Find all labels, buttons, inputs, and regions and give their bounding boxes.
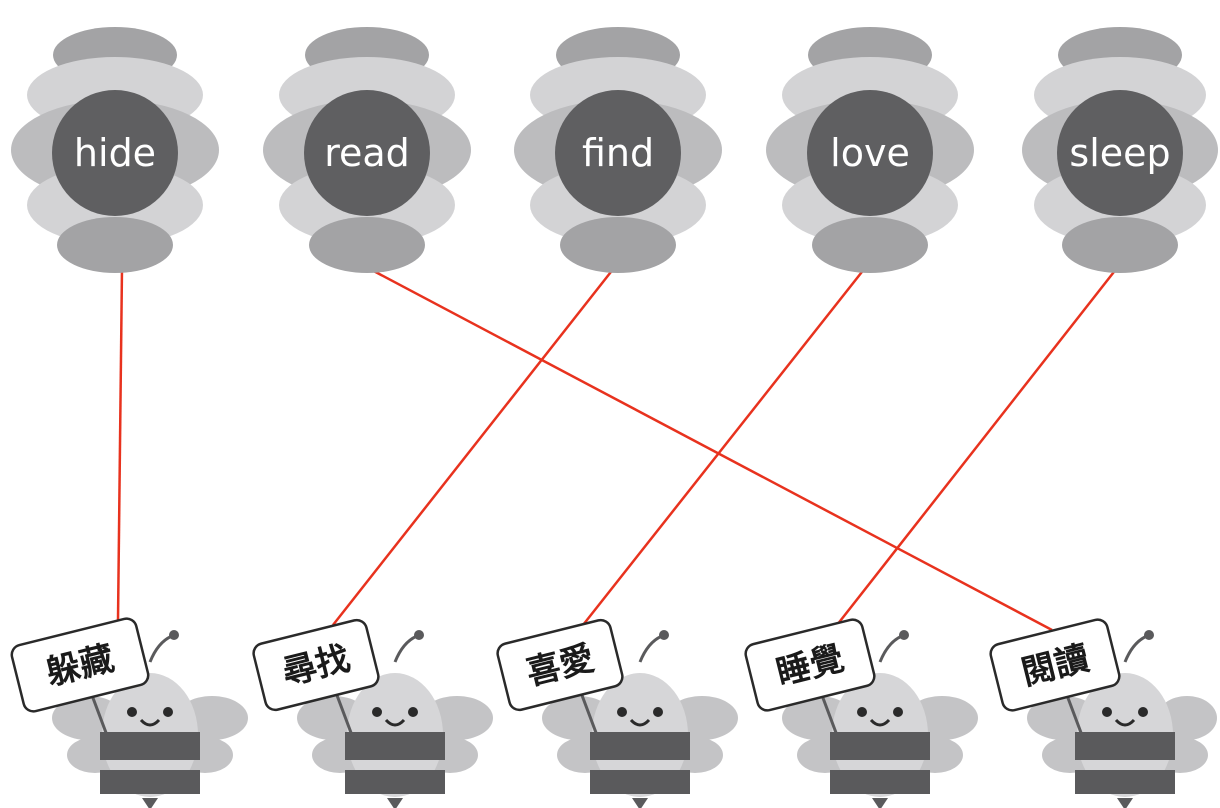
- bee-eye: [1102, 707, 1112, 717]
- bee-3[interactable]: [542, 630, 738, 808]
- antenna-tip: [1144, 630, 1154, 640]
- hive-bottom-tier: [1062, 217, 1178, 273]
- bee-eye: [893, 707, 903, 717]
- bee-smile: [139, 718, 161, 727]
- bee-eye: [857, 707, 867, 717]
- bee-eye: [408, 707, 418, 717]
- sign-bee-2[interactable]: 尋找: [251, 618, 380, 712]
- sign-board: [496, 618, 624, 712]
- hive-word: love: [830, 131, 910, 175]
- hive-love[interactable]: love: [766, 27, 974, 273]
- word-circle: [555, 90, 681, 216]
- hive-word: find: [582, 131, 654, 175]
- antenna: [1123, 634, 1148, 663]
- word-circle: [1057, 90, 1183, 216]
- word-circle: [304, 90, 430, 216]
- bee-eye: [127, 707, 137, 717]
- sign-bee-3[interactable]: 喜愛: [495, 618, 624, 712]
- bee-stripe: [100, 770, 200, 794]
- bee-stripe: [345, 732, 445, 760]
- bee-eye: [617, 707, 627, 717]
- bee-stripe: [590, 770, 690, 794]
- antenna-tip: [899, 630, 909, 640]
- bee-stripe: [345, 770, 445, 794]
- sign-board: [252, 618, 380, 712]
- bee-stripe: [1075, 770, 1175, 794]
- bee-smile: [869, 718, 891, 727]
- hive-bottom-tier: [57, 217, 173, 273]
- hive-find[interactable]: find: [514, 27, 722, 273]
- match-line-find: [332, 267, 615, 626]
- antenna: [393, 634, 418, 663]
- sign-bee-4[interactable]: 睡覺: [744, 617, 877, 712]
- hive-word: read: [324, 131, 410, 175]
- bee-stripe: [830, 732, 930, 760]
- sign-board: [989, 618, 1121, 712]
- sign-bee-5[interactable]: 閱讀: [989, 617, 1122, 712]
- hive-bottom-tier: [812, 217, 928, 273]
- match-line-love: [582, 267, 866, 626]
- bee-smile: [1114, 718, 1136, 727]
- bee-stripe: [100, 732, 200, 760]
- hive-read[interactable]: read: [263, 27, 471, 273]
- bee-eye: [372, 707, 382, 717]
- sign-stick: [578, 689, 600, 739]
- match-line-hide: [116, 267, 124, 621]
- bee-2[interactable]: [297, 630, 493, 808]
- bee-4[interactable]: [782, 630, 978, 808]
- hive-bottom-tier: [560, 217, 676, 273]
- sign-stick: [333, 689, 355, 739]
- bee-stinger: [142, 798, 158, 808]
- antenna: [148, 634, 173, 663]
- sign-board: [10, 617, 150, 713]
- bee-5[interactable]: [1027, 630, 1217, 808]
- word-circle: [52, 90, 178, 216]
- bee-stinger: [387, 798, 403, 808]
- hive-word: hide: [74, 131, 156, 175]
- hive-sleep[interactable]: sleep: [1022, 27, 1218, 273]
- antenna-tip: [169, 630, 179, 640]
- hive-word: sleep: [1069, 131, 1170, 175]
- match-line-sleep: [836, 267, 1118, 626]
- antenna-tip: [659, 630, 669, 640]
- bee-stinger: [872, 798, 888, 808]
- bee-stripe: [1075, 732, 1175, 760]
- match-line-read: [367, 266, 1053, 632]
- sign-bee-1[interactable]: 躲藏: [10, 617, 151, 714]
- bee-stinger: [1117, 798, 1133, 808]
- bee-stinger: [632, 798, 648, 808]
- bee-1[interactable]: [52, 630, 248, 808]
- bee-smile: [629, 718, 651, 727]
- sign-board: [744, 618, 876, 712]
- antenna-tip: [414, 630, 424, 640]
- word-circle: [807, 90, 933, 216]
- match-lines: [116, 266, 1118, 632]
- hive-hide[interactable]: hide: [11, 27, 219, 273]
- antenna: [878, 634, 903, 663]
- antenna: [638, 634, 663, 663]
- bee-stripe: [590, 732, 690, 760]
- bee-eye: [1138, 707, 1148, 717]
- bee-stripe: [830, 770, 930, 794]
- hive-bottom-tier: [309, 217, 425, 273]
- bee-smile: [384, 718, 406, 727]
- bee-eye: [163, 707, 173, 717]
- bee-eye: [653, 707, 663, 717]
